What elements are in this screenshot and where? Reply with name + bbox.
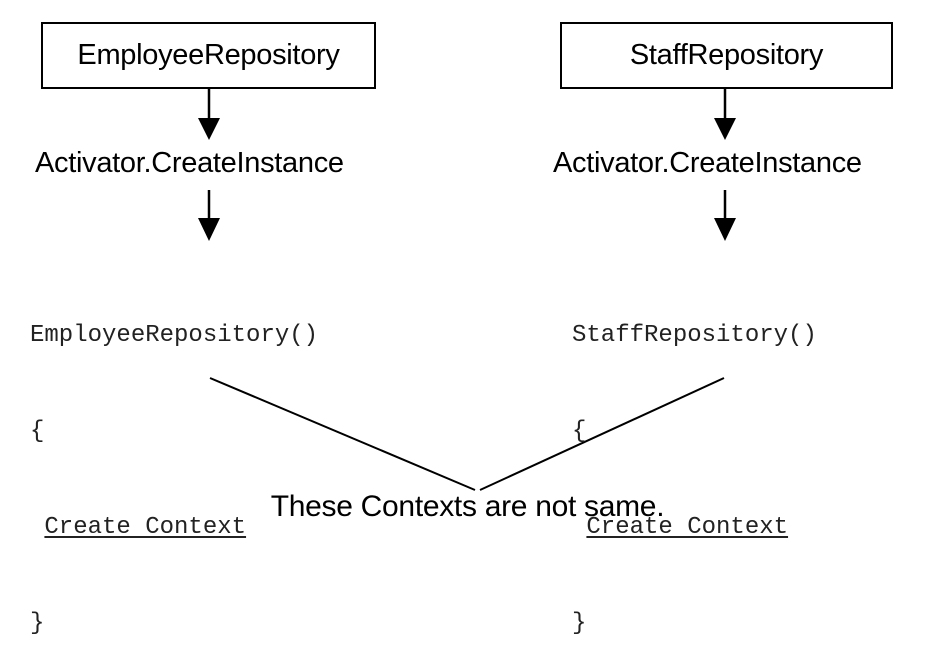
- connector-layer: [198, 89, 736, 491]
- employee-repository-label: EmployeeRepository: [77, 39, 340, 71]
- code-open-brace-right: {: [572, 418, 587, 445]
- code-signature-right: StaffRepository(): [572, 322, 817, 349]
- create-context-right: Create Context: [586, 514, 789, 541]
- caption: These Contexts are not same.: [270, 490, 665, 523]
- arrow-left-activator-to-code: [198, 190, 220, 241]
- code-open-brace-left: {: [30, 418, 45, 445]
- code-close-brace-left: }: [30, 610, 45, 637]
- arrow-right-activator-to-code: [714, 190, 736, 241]
- code-block-right: StaffRepository() { Create Context }: [572, 256, 817, 672]
- employee-repository-box: EmployeeRepository: [41, 22, 376, 89]
- code-block-left: EmployeeRepository() { Create Context }: [30, 256, 318, 672]
- converge-line-right: [479, 377, 725, 491]
- activator-label-right: Activator.CreateInstance: [553, 147, 862, 179]
- converge-line-left: [209, 377, 476, 491]
- activator-label-left: Activator.CreateInstance: [35, 147, 344, 179]
- staff-repository-label: StaffRepository: [629, 39, 824, 71]
- arrow-left-box-to-activator: [198, 89, 220, 140]
- arrow-right-box-to-activator: [714, 89, 736, 140]
- code-body-right: Create Context: [572, 512, 817, 544]
- staff-repository-box: StaffRepository: [560, 22, 893, 89]
- code-signature-left: EmployeeRepository(): [30, 322, 319, 349]
- code-close-brace-right: }: [572, 610, 587, 637]
- create-context-left: Create Context: [44, 514, 247, 541]
- code-body-left: Create Context: [30, 512, 318, 544]
